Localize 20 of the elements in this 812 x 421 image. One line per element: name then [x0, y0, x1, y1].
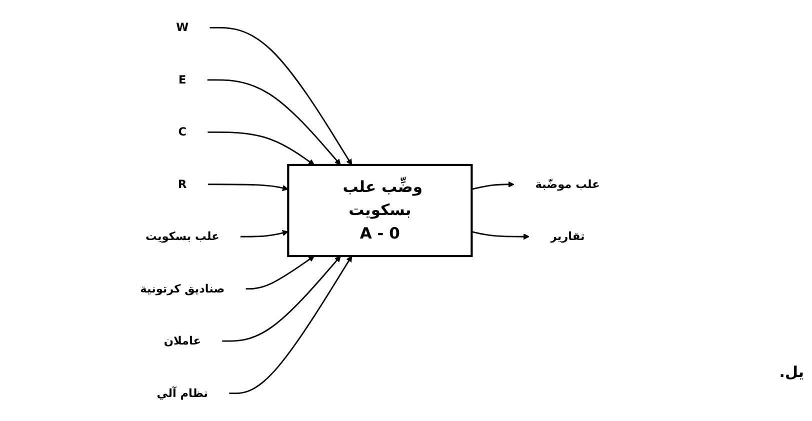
arrow: [208, 184, 288, 192]
node-text: نظام آلي: [156, 386, 208, 400]
arrow: [207, 79, 341, 166]
arrow: [246, 256, 315, 290]
node-text: E: [178, 72, 186, 86]
arrow: [472, 181, 514, 190]
node-text: علب بسكويت: [146, 230, 220, 243]
node-text: W: [176, 20, 189, 34]
arrow: [210, 27, 352, 166]
arrow: [222, 256, 341, 342]
node-text: صناديق كرتونية: [140, 282, 225, 296]
text-fragment: يل.: [779, 363, 804, 381]
node-text: عاملان: [164, 334, 201, 348]
arrow: [240, 230, 288, 238]
node-text: علب موضّبة: [535, 177, 600, 191]
arrow: [472, 231, 530, 240]
node-text: C: [178, 125, 187, 139]
node-text: R: [178, 177, 187, 191]
arrow: [208, 131, 315, 166]
arrow: [229, 256, 352, 394]
